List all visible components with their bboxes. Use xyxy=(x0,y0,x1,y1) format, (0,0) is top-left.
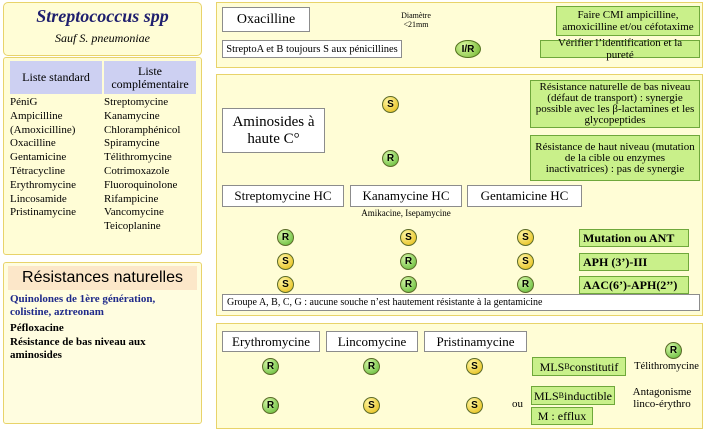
natural-resistance-pefloxacine: Péfloxacine xyxy=(10,322,64,334)
streptomycine-hc-box: Streptomycine HC xyxy=(222,185,344,207)
oxacilline-box: Oxacilline xyxy=(222,7,310,32)
amino-row2-gentamicine-badge: S xyxy=(517,253,534,270)
natural-resistance-aminosides: Résistance de bas niveau aux aminosides xyxy=(10,336,146,361)
standard-list-item: Gentamicine xyxy=(10,151,67,164)
complementary-list-item: Kanamycine xyxy=(104,109,160,122)
verify-identification-box: Vérifier l’identification et la pureté xyxy=(540,37,700,61)
aminosides-box: Aminosides à haute C° xyxy=(222,108,325,153)
oxacilline-result-box: Faire CMI ampicilline, amoxicilline et/o… xyxy=(556,6,700,36)
amino-row1-gentamicine-badge: S xyxy=(517,229,534,246)
standard-list-item: PéniG xyxy=(10,96,38,108)
high-level-resistance-box: Résistance de haut niveau (mutation de l… xyxy=(530,135,700,181)
kanamycine-hc-box: Kanamycine HC xyxy=(350,185,462,207)
complementary-list-item: Rifampicine xyxy=(104,192,159,205)
mls-row2-lincomycine-badge: S xyxy=(363,397,380,414)
natural-resistance-panel: Résistances naturelles Quinolones de 1èr… xyxy=(3,262,202,424)
complementary-list-item: Spiramycine xyxy=(104,137,160,150)
ou-label: ou xyxy=(512,398,523,410)
amino-row3-gentamicine-badge: R xyxy=(517,276,534,293)
strepto-ab-box: StreptoA et B toujours S aux pénicilline… xyxy=(222,40,402,58)
amino-row3-kanamycine-badge: R xyxy=(400,276,417,293)
amino-row1-streptomycine-badge: R xyxy=(277,229,294,246)
standard-list-item: Pristinamycine xyxy=(10,206,76,219)
amino-s-badge: S xyxy=(382,96,399,113)
ir-badge: I/R xyxy=(455,40,481,58)
amino-row2-mechanism-box: APH (3’)-III xyxy=(579,253,689,271)
complementary-list-item: Teicoplanine xyxy=(104,220,161,233)
complementary-list-item: Chloramphénicol xyxy=(104,123,181,136)
diametre-label: Diamètre <21mm xyxy=(392,11,440,29)
amino-row1-kanamycine-badge: S xyxy=(400,229,417,246)
title-panel: Streptococcus spp Sauf S. pneumoniae xyxy=(3,2,202,56)
standard-list-item: Erythromycine xyxy=(10,178,76,191)
complementary-list-item: Fluoroquinolone xyxy=(104,178,178,191)
gentamicine-hc-box: Gentamicine HC xyxy=(467,185,582,207)
standard-list-item: Tétracycline xyxy=(10,164,65,177)
amino-row1-mechanism-box: Mutation ou ANT xyxy=(579,229,689,247)
complementary-list-item: Streptomycine xyxy=(104,96,169,108)
page-subtitle: Sauf S. pneumoniae xyxy=(55,31,150,45)
standard-list-item: Ampicilline xyxy=(10,109,63,122)
complementary-list-header: Liste complémentaire xyxy=(104,61,196,94)
amino-r-badge: R xyxy=(382,150,399,167)
group-note-box: Groupe A, B, C, G : aucune souche n’est … xyxy=(222,294,700,311)
complementary-list-item: Cotrimoxazole xyxy=(104,164,170,177)
page-title: Streptococcus spp xyxy=(36,6,169,26)
mls-row1-lincomycine-badge: R xyxy=(363,358,380,375)
efflux-box: M : efflux xyxy=(531,407,593,425)
standard-list-header: Liste standard xyxy=(10,61,102,94)
natural-resistance-title: Résistances naturelles xyxy=(8,266,197,290)
antibiotic-lists-panel: Liste standard Liste complémentaire Péni… xyxy=(3,57,202,255)
complementary-list-item: Télithromycine xyxy=(104,151,172,164)
telithromycine-label: Télithromycine xyxy=(634,361,699,372)
telithromycine-badge: R xyxy=(665,342,682,359)
mls-row1-erythromycine-badge: R xyxy=(262,358,279,375)
standard-list-item: Oxacilline xyxy=(10,137,56,150)
erythromycine-box: Erythromycine xyxy=(222,331,320,352)
standard-list-item: Lincosamide xyxy=(10,192,67,205)
mls-row1-pristinamycine-badge: S xyxy=(466,358,483,375)
lincomycine-box: Lincomycine xyxy=(326,331,418,352)
natural-resistance-blue-text: Quinolones de 1ère génération, colistine… xyxy=(10,293,156,318)
complementary-list-item: Vancomycine xyxy=(104,206,164,219)
mls-row2-pristinamycine-badge: S xyxy=(466,397,483,414)
mls-row2-erythromycine-badge: R xyxy=(262,397,279,414)
standard-list-item: (Amoxicilline) xyxy=(10,123,76,136)
amino-row2-kanamycine-badge: R xyxy=(400,253,417,270)
amino-row2-streptomycine-badge: S xyxy=(277,253,294,270)
kanamycine-subtitle: Amikacine, Isepamycine xyxy=(361,208,451,218)
amino-row3-mechanism-box: AAC(6’)-APH(2’’) xyxy=(579,276,689,294)
pristinamycine-box: Pristinamycine xyxy=(424,331,527,352)
antagonisme-label: Antagonisme linco-érythro xyxy=(632,386,692,410)
low-level-resistance-box: Résistance naturelle de bas niveau (défa… xyxy=(530,80,700,128)
amino-row3-streptomycine-badge: S xyxy=(277,276,294,293)
